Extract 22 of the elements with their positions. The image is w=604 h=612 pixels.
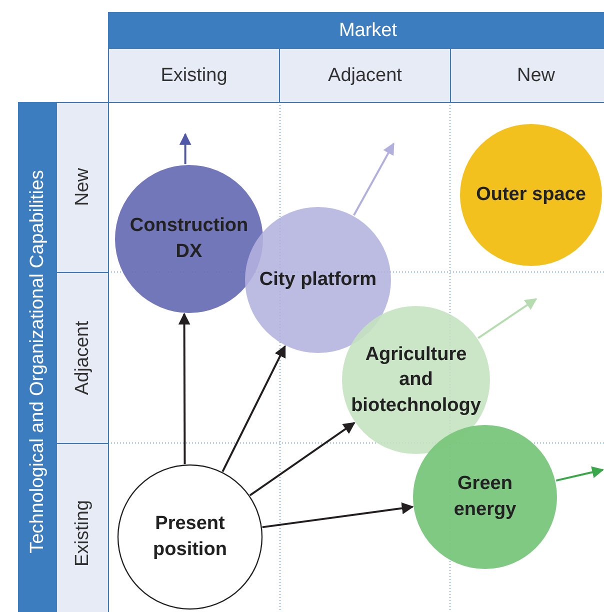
arrow bbox=[249, 422, 356, 496]
bubble-label: Present position bbox=[152, 512, 228, 562]
bubble-label: Outer space bbox=[476, 183, 586, 208]
axis-title-band: Technological and Organizational Capabilities bbox=[18, 102, 57, 612]
arrow bbox=[478, 298, 538, 339]
column-header: New bbox=[450, 48, 604, 103]
axis-title-band: Market bbox=[108, 12, 604, 49]
bubble-label: Green energy bbox=[452, 472, 518, 522]
bubble-label: Construction DX bbox=[128, 214, 250, 264]
row-header: Existing bbox=[56, 443, 109, 612]
column-header: Adjacent bbox=[279, 48, 451, 103]
arrow bbox=[353, 142, 394, 216]
arrow bbox=[556, 466, 604, 482]
column-header: Existing bbox=[108, 48, 280, 103]
bubble-label: Agriculture and biotechnology bbox=[350, 342, 482, 418]
arrow bbox=[262, 502, 414, 528]
arrow bbox=[179, 132, 192, 164]
arrow bbox=[178, 312, 190, 464]
row-header: New bbox=[56, 102, 109, 273]
row-header: Adjacent bbox=[56, 272, 109, 444]
bubble-label: City platform bbox=[259, 268, 377, 292]
arrow bbox=[222, 345, 286, 472]
